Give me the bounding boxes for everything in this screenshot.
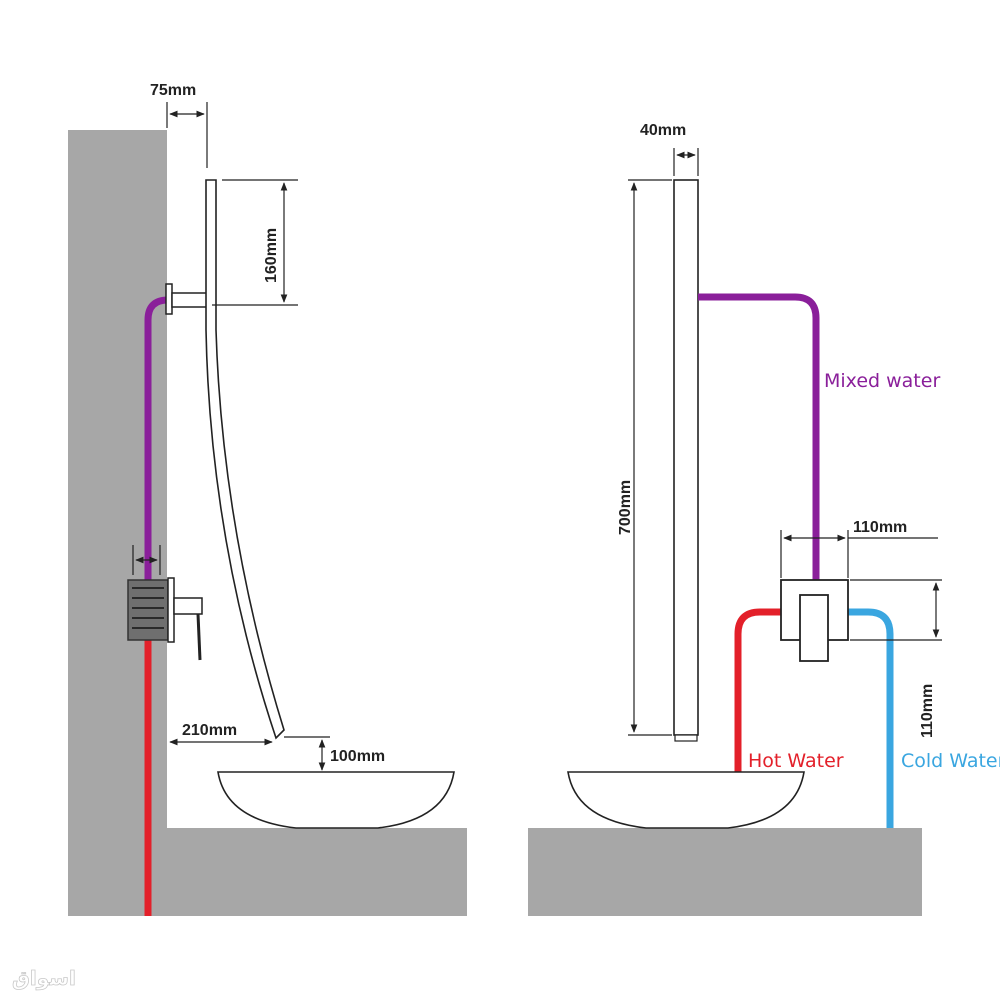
right-shower-column (673, 179, 699, 736)
left-dim-210: 210mm (182, 722, 237, 739)
right-floor (528, 828, 922, 916)
label-mixed-water: Mixed water (824, 370, 940, 392)
right-basin (567, 771, 805, 829)
label-hot-water: Hot Water (748, 750, 844, 772)
left-dim-75: 75mm (150, 82, 196, 99)
right-dim-110-width: 110mm (853, 519, 907, 536)
left-dim-160: 160mm (263, 228, 280, 283)
right-dim-40: 40mm (640, 122, 686, 139)
right-dim-700: 700mm (617, 480, 634, 535)
left-mixed-pipe (144, 296, 169, 590)
left-basin (217, 771, 455, 829)
watermark-logo: اسواق (12, 966, 76, 990)
right-mixer-valve (780, 579, 849, 662)
left-head-mount (165, 283, 209, 315)
left-view: 75mm 160mm 210mm 100mm (68, 82, 467, 916)
left-dim-100: 100mm (330, 748, 385, 765)
right-dim-110-height: 110mm (919, 684, 936, 738)
label-cold-water: Cold Water (901, 750, 1000, 772)
left-shower-column (205, 179, 285, 740)
right-hot-pipe (734, 608, 782, 778)
right-cold-pipe (848, 608, 894, 828)
left-valve-lever (196, 613, 202, 661)
right-view: 40mm 700mm Mixed water Hot Water Cold Wa… (528, 122, 1000, 916)
right-mixed-pipe (698, 293, 820, 580)
right-column-tip (674, 734, 698, 742)
left-concealed-valve (127, 577, 203, 661)
